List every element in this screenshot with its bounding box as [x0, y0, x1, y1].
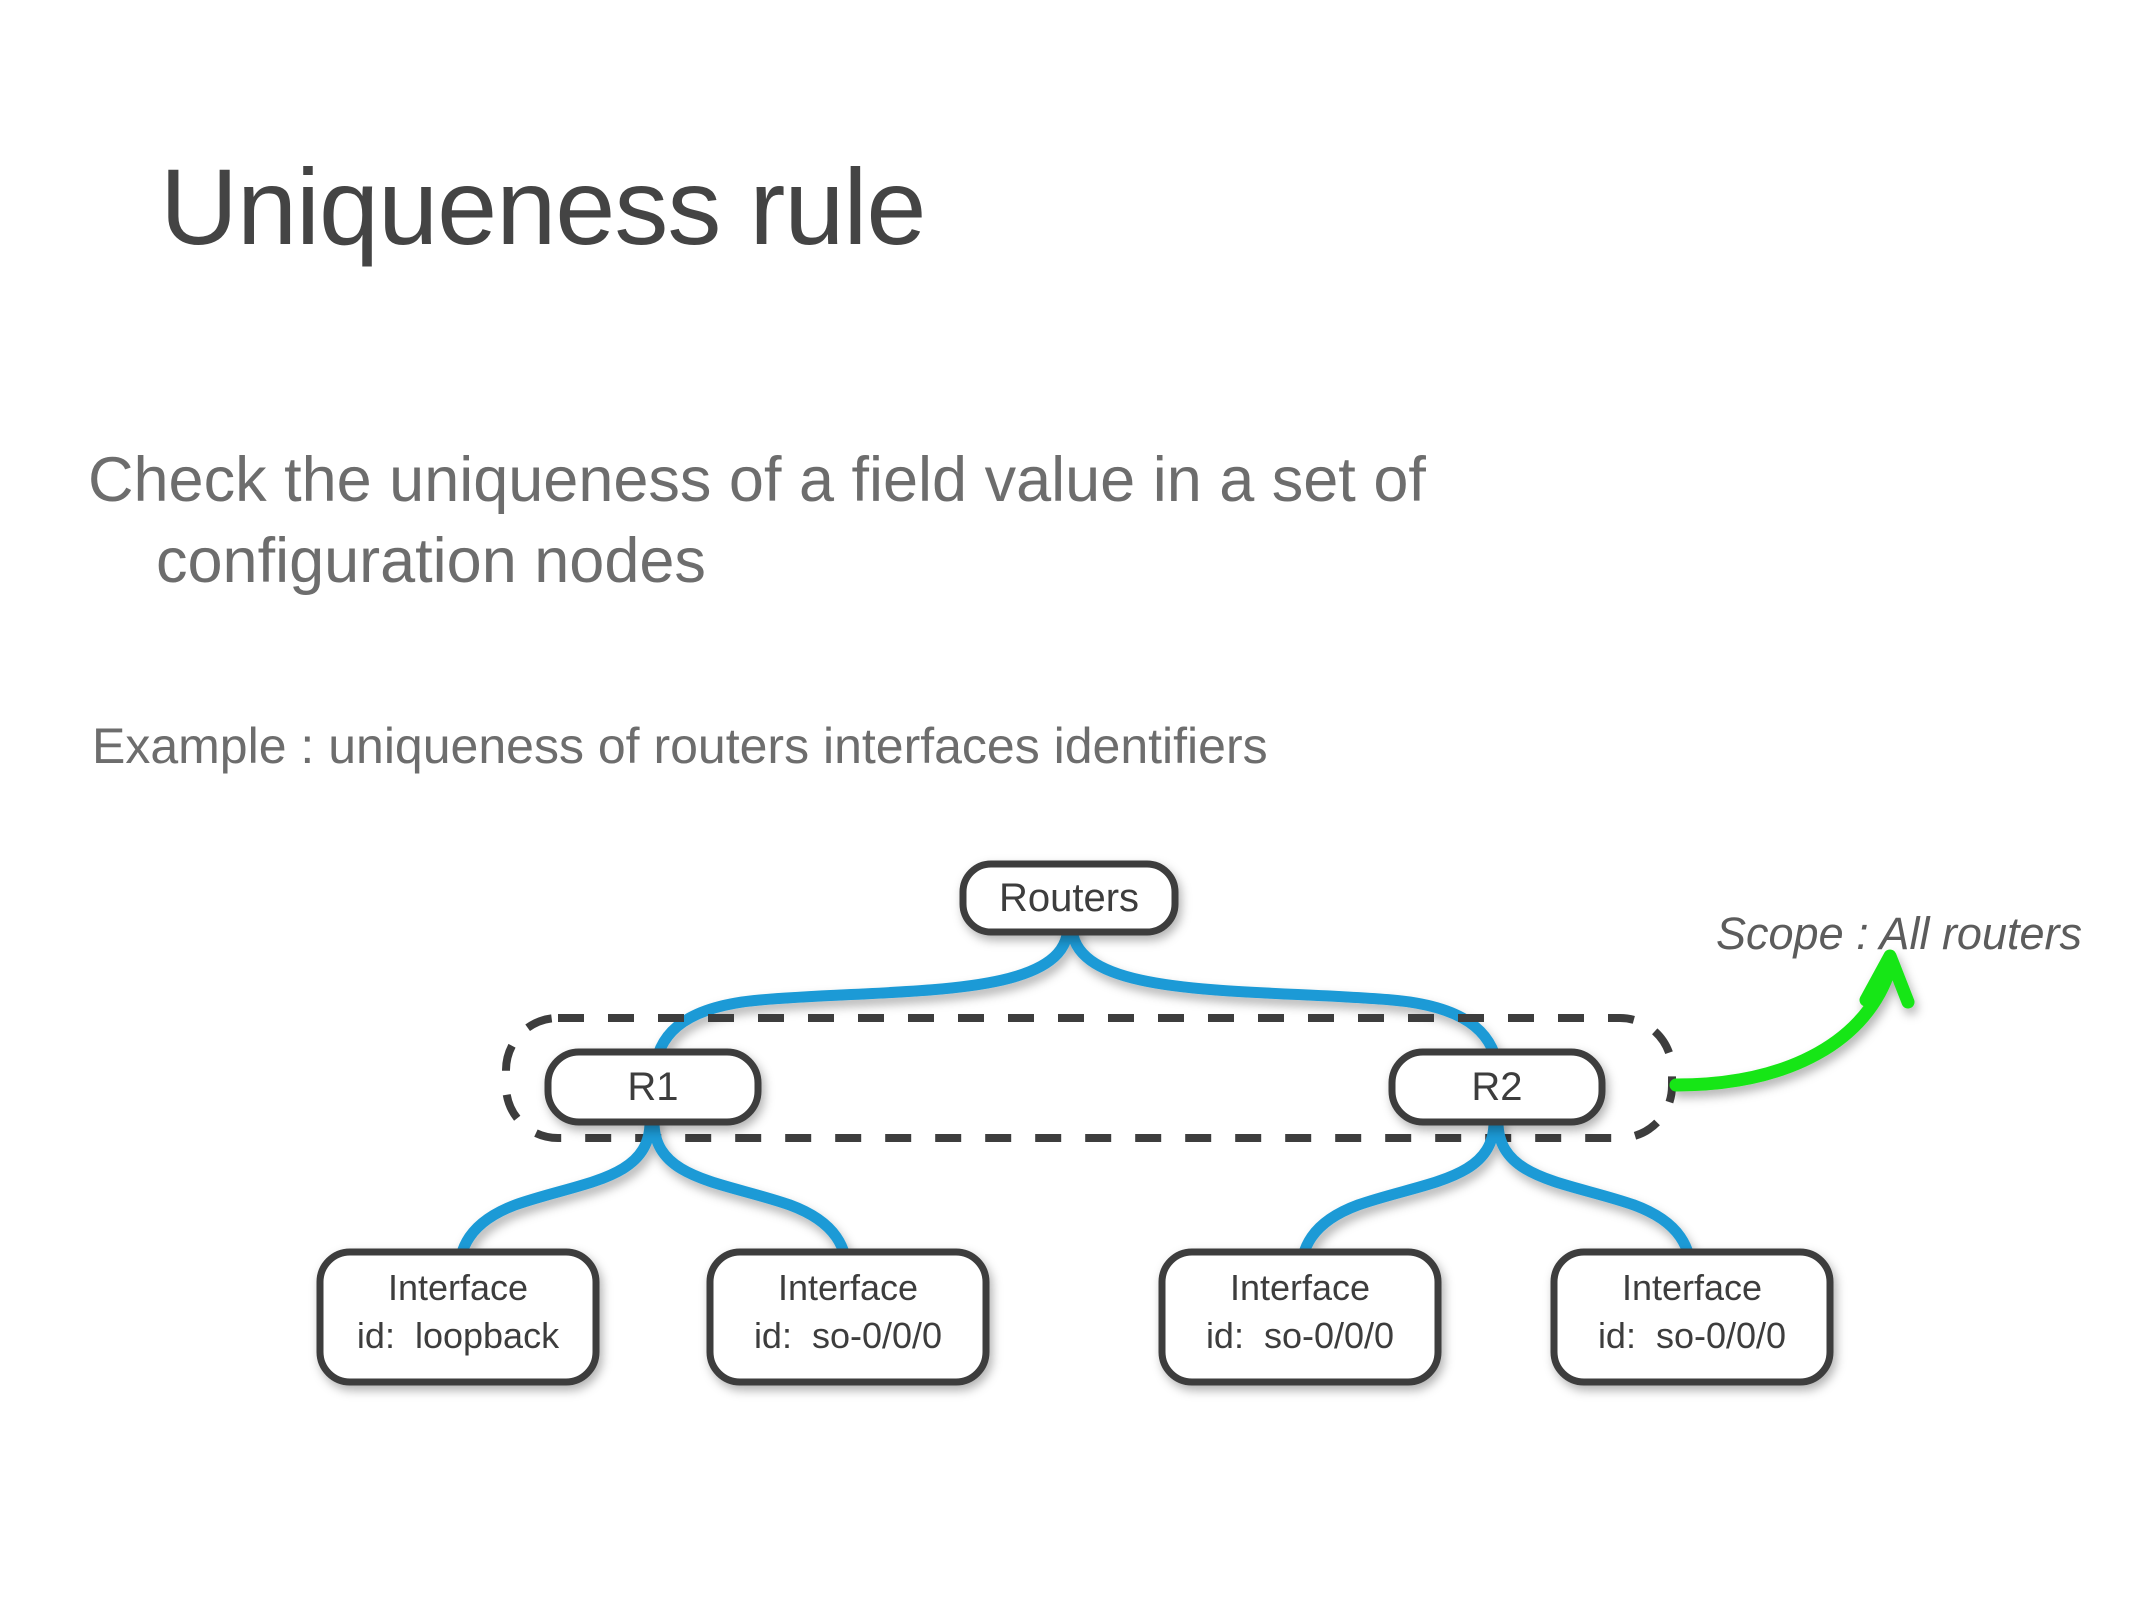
node-interface-3-id: id: so-0/0/0 — [1206, 1315, 1394, 1356]
node-r1[interactable]: R1 — [544, 1048, 762, 1126]
connector-r2-to-interface-4 — [1492, 1116, 1698, 1286]
scope-arrow — [1669, 949, 1915, 1092]
connector-routers-to-r2 — [1066, 920, 1504, 1074]
node-r2-label: R2 — [1471, 1065, 1522, 1109]
scope-arrow-head-icon — [1859, 949, 1915, 1009]
node-interface-4-box[interactable] — [1550, 1248, 1834, 1386]
node-interface-4-title: Interface — [1622, 1267, 1762, 1308]
node-interface-2-id: id: so-0/0/0 — [754, 1315, 942, 1356]
node-interface-3-id-value: so-0/0/0 — [1264, 1315, 1394, 1356]
node-interface-4-id: id: so-0/0/0 — [1598, 1315, 1786, 1356]
node-interface-2-box[interactable] — [706, 1248, 990, 1386]
node-r2-box[interactable] — [1388, 1048, 1606, 1126]
node-interface-3[interactable]: Interface id: so-0/0/0 — [1158, 1248, 1442, 1386]
node-interface-2[interactable]: Interface id: so-0/0/0 — [706, 1248, 990, 1386]
connector-group-root — [649, 920, 1504, 1074]
connector-r2-to-interface-3 — [1294, 1116, 1500, 1286]
node-interface-1-id: id: loopback — [357, 1315, 560, 1356]
node-interface-2-id-prefix: id: — [754, 1315, 792, 1356]
page-title: Uniqueness rule — [160, 146, 926, 267]
node-routers[interactable]: Routers — [959, 860, 1179, 936]
node-interface-4[interactable]: Interface id: so-0/0/0 — [1550, 1248, 1834, 1386]
connector-routers-to-r1 — [649, 920, 1074, 1074]
connector-r1-to-interface-2 — [648, 1116, 854, 1286]
example-line: Example : uniqueness of routers interfac… — [92, 718, 1268, 774]
node-routers-label: Routers — [999, 876, 1139, 920]
node-interface-1[interactable]: Interface id: loopback — [316, 1248, 600, 1386]
node-interface-4-id-prefix: id: — [1598, 1315, 1636, 1356]
scope-dashed-box — [502, 1014, 1676, 1142]
scope-arrow-curve — [1669, 961, 1897, 1092]
node-interface-3-id-prefix: id: — [1206, 1315, 1244, 1356]
node-r1-box[interactable] — [544, 1048, 762, 1126]
node-interface-3-title: Interface — [1230, 1267, 1370, 1308]
node-interface-4-id-value: so-0/0/0 — [1656, 1315, 1786, 1356]
node-interface-1-title: Interface — [388, 1267, 528, 1308]
node-interface-1-id-prefix: id: — [357, 1315, 395, 1356]
connector-group-r2 — [1294, 1116, 1698, 1286]
node-r2[interactable]: R2 — [1388, 1048, 1606, 1126]
node-interface-2-id-value: so-0/0/0 — [812, 1315, 942, 1356]
body-paragraph: Check the uniqueness of a field value in… — [88, 440, 1648, 601]
node-r1-label: R1 — [627, 1065, 678, 1109]
body-line-2: configuration nodes — [156, 525, 706, 596]
connector-r1-to-interface-1 — [452, 1116, 656, 1286]
node-interface-1-id-value: loopback — [415, 1315, 560, 1356]
node-interface-3-box[interactable] — [1158, 1248, 1442, 1386]
scope-annotation-label: Scope : All routers — [1716, 908, 2082, 959]
node-interface-1-box[interactable] — [316, 1248, 600, 1386]
connector-group-r1 — [452, 1116, 854, 1286]
node-interface-2-title: Interface — [778, 1267, 918, 1308]
node-routers-box[interactable] — [959, 860, 1179, 936]
body-line-1: Check the uniqueness of a field value in… — [88, 445, 1426, 515]
